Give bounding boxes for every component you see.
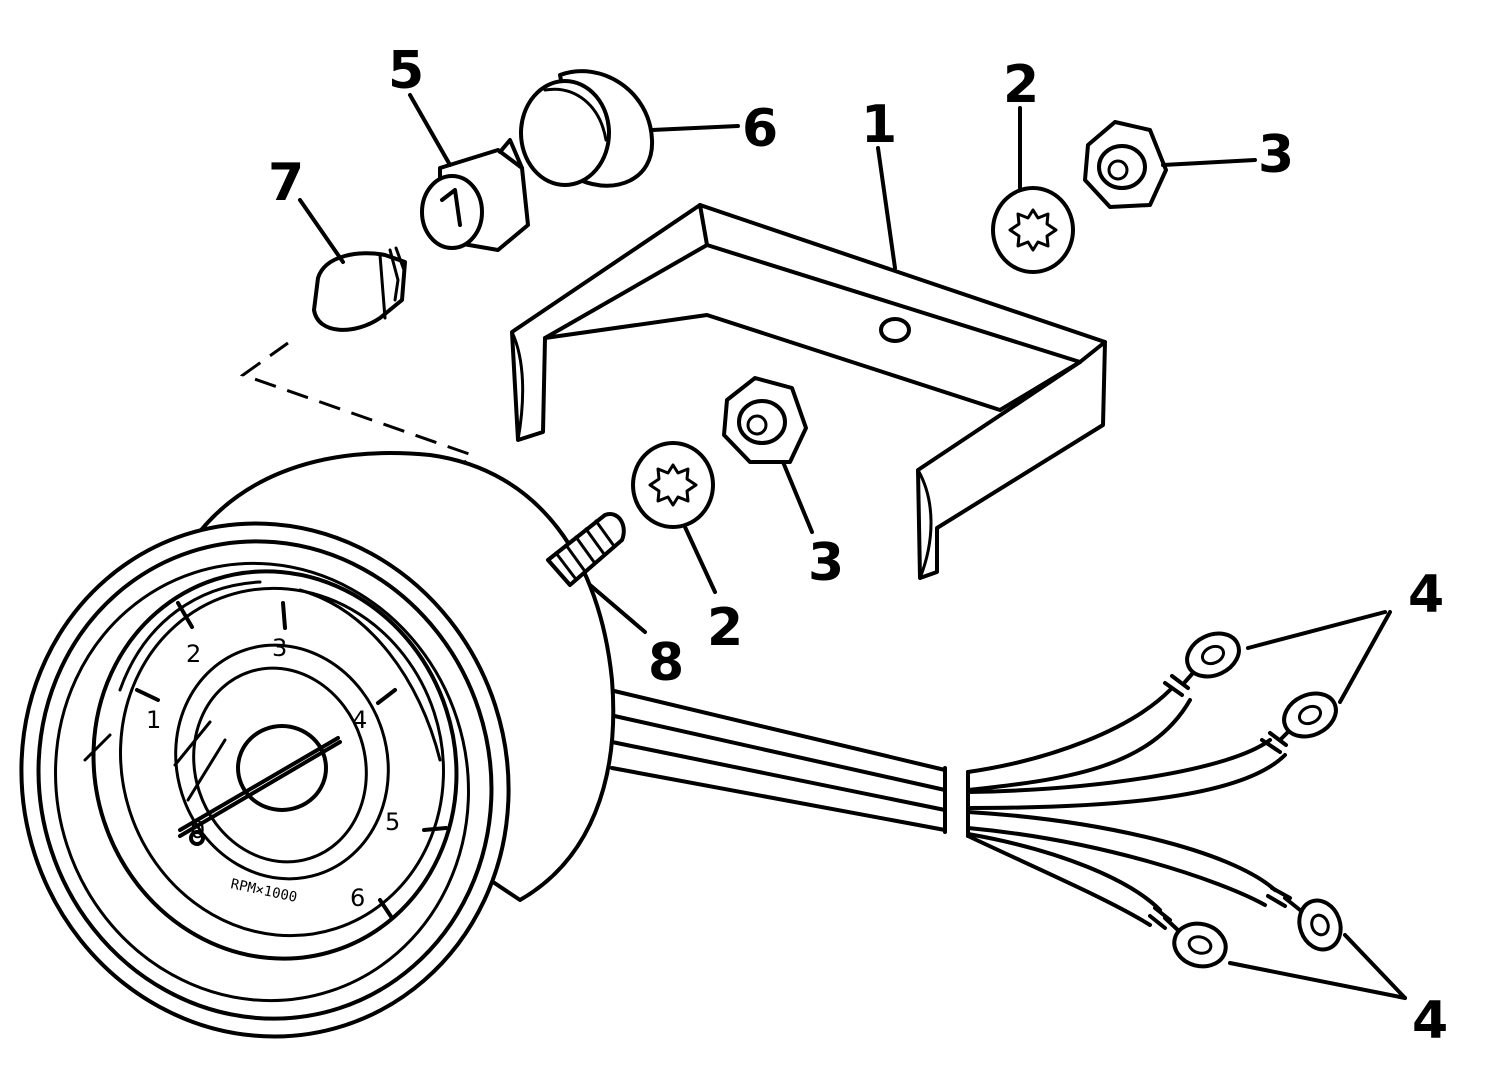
- dial-number-6: 6: [350, 884, 365, 912]
- dial-number-3: 3: [272, 634, 287, 662]
- dial-number-5: 5: [385, 808, 400, 836]
- callout-7: 7: [268, 153, 304, 213]
- callout-2-upper: 2: [1003, 55, 1039, 115]
- wire-harness: [608, 631, 1343, 969]
- callout-5: 5: [388, 41, 424, 101]
- hex-nut-lower: [722, 376, 808, 464]
- tachometer-gauge: 0 1 2 3 4 5 6 RPM×1000: [19, 451, 616, 1039]
- callout-4-lower: 4: [1412, 991, 1448, 1051]
- star-washer-lower: [631, 441, 715, 529]
- threaded-stud: [546, 512, 626, 587]
- ring-terminal-2: [1282, 691, 1338, 739]
- ring-terminal-1: [1185, 631, 1241, 679]
- bracket-hole: [879, 317, 911, 343]
- callout-4-upper: 4: [1408, 565, 1444, 625]
- lamp-bulb: [312, 246, 407, 332]
- callout-8: 8: [648, 633, 684, 693]
- lamp-lens-cap: [519, 69, 655, 188]
- callout-3-lower: 3: [808, 533, 844, 593]
- callout-6: 6: [742, 99, 778, 159]
- callout-labels: 1 2 3 3 2 8 5 6 7 4 4: [268, 41, 1448, 1051]
- leader-lines: [298, 93, 1407, 1000]
- star-washer-upper: [991, 186, 1075, 274]
- callout-3-upper: 3: [1258, 125, 1294, 185]
- ring-terminal-3: [1297, 898, 1343, 952]
- callout-1: 1: [861, 95, 897, 155]
- hex-nut-upper: [1083, 120, 1168, 209]
- dial-number-4: 4: [352, 706, 367, 734]
- dial-number-0: 0: [190, 816, 205, 844]
- dial-number-1: 1: [146, 706, 161, 734]
- mounting-bracket: [510, 203, 1107, 580]
- callout-2-lower: 2: [707, 598, 743, 658]
- lamp-position-dashed-line: [239, 341, 475, 469]
- lamp-socket: [420, 138, 530, 252]
- dial-number-2: 2: [186, 640, 201, 668]
- ring-terminal-4: [1172, 921, 1228, 969]
